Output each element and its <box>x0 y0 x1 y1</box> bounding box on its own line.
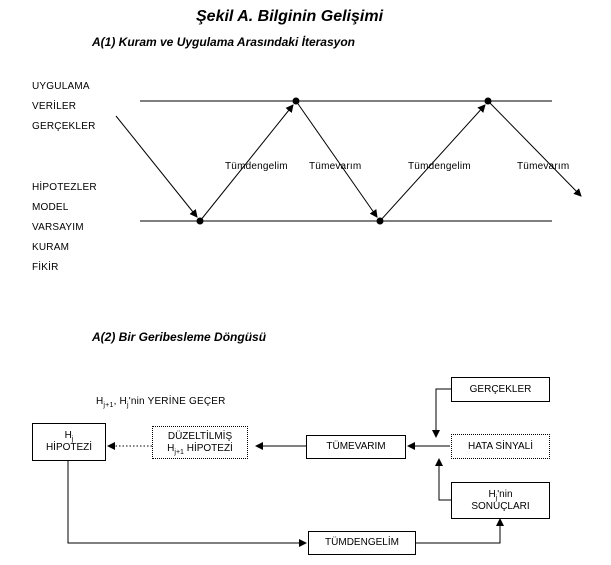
label-fikir: FİKİR <box>32 262 59 273</box>
error-signal-box: HATA SİNYALİ <box>451 434 550 459</box>
label-uygulama: UYGULAMA <box>32 81 90 92</box>
label-induction-1: Tümevarım <box>309 161 362 172</box>
label-kuram: KURAM <box>32 242 70 253</box>
label-veriler: VERİLER <box>32 101 77 112</box>
label-hipotezler: HİPOTEZLER <box>32 182 97 193</box>
facts-box: GERÇEKLER <box>451 377 550 402</box>
label-varsayim: VARSAYIM <box>32 222 84 233</box>
label-model: MODEL <box>32 202 69 213</box>
label-deduction-2: Tümdengelim <box>408 161 471 172</box>
connector-results-to-error <box>435 458 451 501</box>
label-induction-2: Tümevarım <box>517 161 570 172</box>
section1-heading: A(1) Kuram ve Uygulama Arasındaki İteras… <box>92 35 355 49</box>
zigzag-arrow-2 <box>199 104 294 222</box>
zigzag-arrow-3 <box>295 100 378 218</box>
zigzag-arrow-5 <box>487 100 582 197</box>
zigzag-arrow-1 <box>115 115 198 218</box>
connector-hypothesis-to-deduction <box>67 461 307 547</box>
connector-facts-to-error <box>432 388 451 438</box>
revised-hypothesis-box: DÜZELTİLMİŞ Hj+1 HİPOTEZİ <box>152 426 248 459</box>
figure-title: Şekil A. Bilginin Gelişimi <box>196 8 384 25</box>
results-box: Hj'nin SONUÇLARI <box>451 482 550 519</box>
hypothesis-box: Hj HİPOTEZİ <box>32 423 106 461</box>
node-dot <box>376 217 384 225</box>
label-gercekler: GERÇEKLER <box>32 121 96 132</box>
replace-note: Hj+1, Hj'nin YERİNE GEÇER <box>96 396 226 409</box>
node-dot <box>196 217 204 225</box>
connector-deduction-to-results <box>416 518 504 544</box>
zigzag-arrow-4 <box>379 104 486 222</box>
label-deduction-1: Tümdengelim <box>225 161 288 172</box>
section2-heading: A(2) Bir Geribesleme Döngüsü <box>92 330 267 344</box>
node-dot <box>484 97 492 105</box>
node-dot <box>292 97 300 105</box>
deduction-box: TÜMDENGELİM <box>308 531 416 555</box>
induction-box: TÜMEVARIM <box>306 435 406 459</box>
